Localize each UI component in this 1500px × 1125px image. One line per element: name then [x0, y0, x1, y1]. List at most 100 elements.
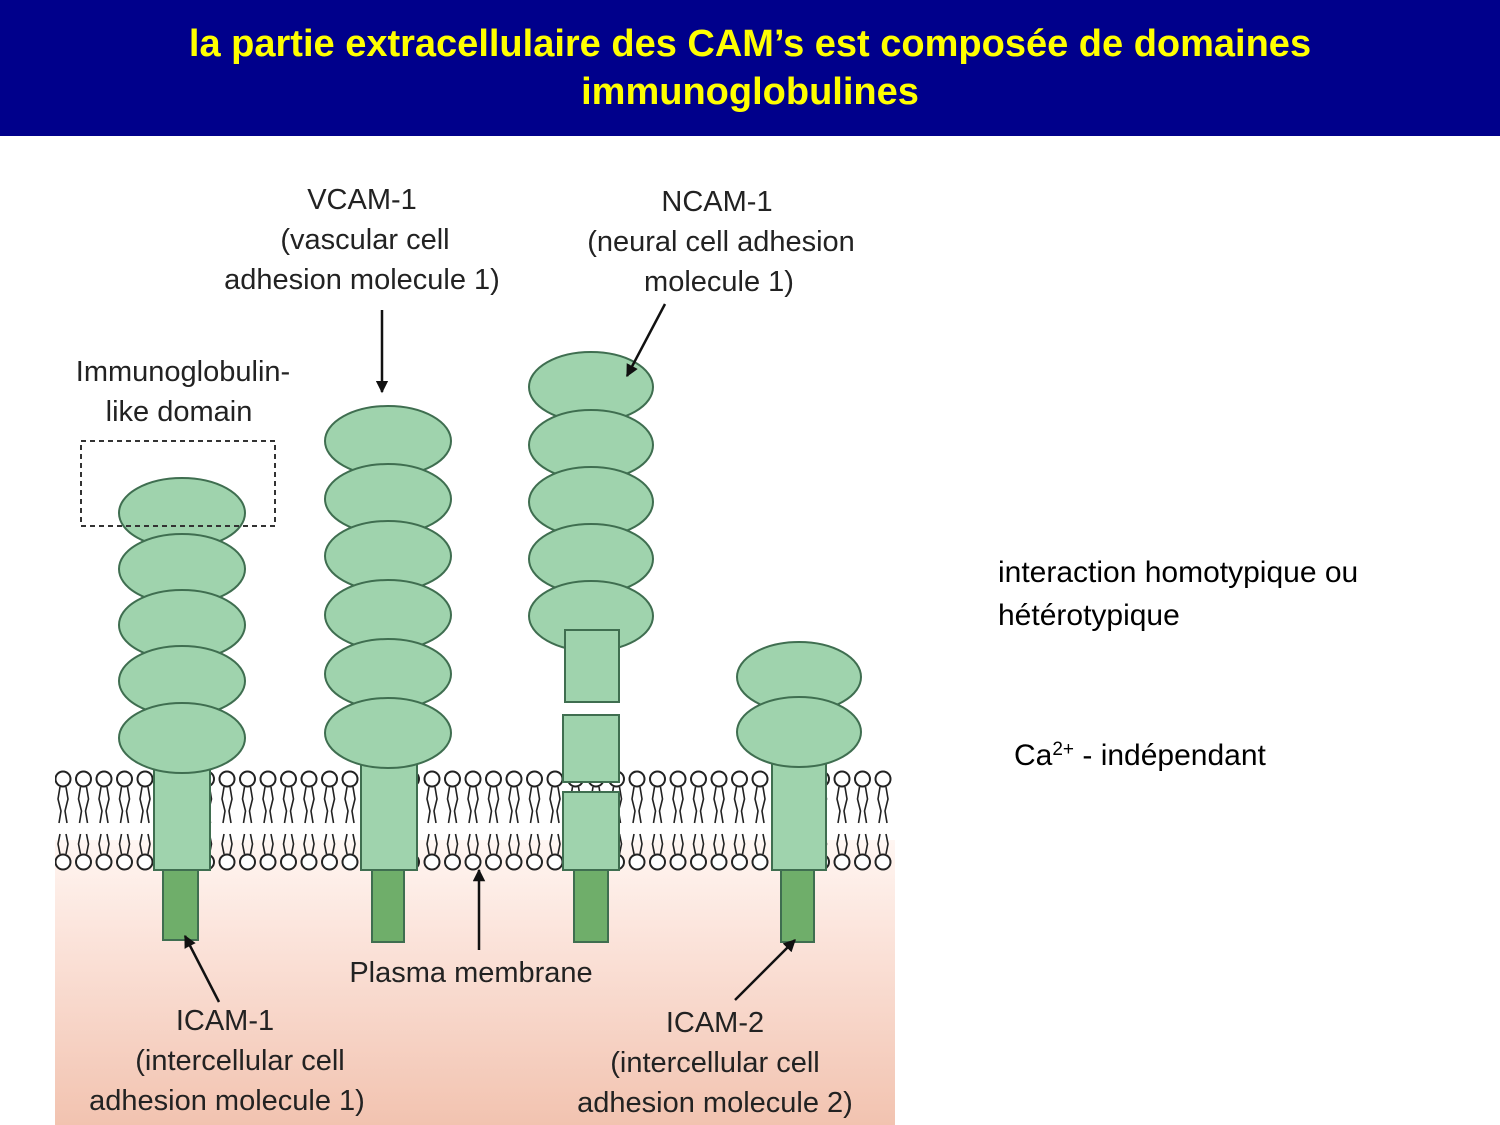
lipid-tail-top	[856, 786, 862, 824]
lipid-tail-top	[57, 786, 62, 824]
ncam1-stalk	[564, 629, 620, 703]
lipid-tail-bottom	[352, 833, 356, 855]
ncam-desc2: molecule 1)	[644, 266, 794, 298]
icam1-anchor	[162, 869, 199, 941]
lipid-tail-bottom	[262, 833, 266, 855]
lipid-tail-bottom	[282, 833, 287, 855]
lipid-tail-bottom	[885, 833, 889, 855]
lipid-tail-top	[863, 786, 869, 824]
vcam1-anchor	[371, 869, 405, 943]
lipid-head-bottom	[423, 853, 441, 871]
icam1-ig-domain	[118, 702, 246, 774]
ig-domain-line2: like domain	[106, 396, 253, 428]
lipid-tail-bottom	[549, 833, 553, 855]
lipid-tail-bottom	[229, 833, 233, 855]
lipid-head-top	[218, 770, 236, 788]
ncam1-fn-domain	[562, 714, 620, 783]
icam1-arrow	[183, 934, 221, 1003]
lipid-tail-top	[528, 786, 534, 824]
lipid-head-top	[505, 770, 523, 788]
lipid-head-bottom	[874, 853, 892, 871]
ncam-label: NCAM-1 (neural cell adhesion molecule 1)	[587, 186, 855, 298]
lipid-tail-top	[761, 786, 766, 824]
lipid-tail-bottom	[733, 833, 738, 855]
lipid-head-bottom	[116, 853, 133, 871]
lipid-head-bottom	[505, 853, 523, 871]
lipid-tail-top	[884, 786, 889, 824]
lipid-tail-top	[699, 786, 705, 824]
lipid-tail-bottom	[741, 833, 746, 855]
lipid-tail-bottom	[836, 833, 840, 855]
icam2-label: ICAM-2 (intercellular cell adhesion mole…	[577, 1007, 853, 1119]
lipid-tail-top	[77, 786, 83, 824]
lipid-head-bottom	[321, 853, 338, 871]
slide-title-line2: immunoglobulines	[581, 71, 919, 113]
lipid-tail-bottom	[864, 833, 869, 855]
lipid-tail-bottom	[139, 833, 143, 855]
lipid-tail-bottom	[98, 833, 102, 855]
icam2-anchor	[780, 869, 815, 943]
lipid-tail-top	[720, 786, 725, 824]
lipid-tail-bottom	[221, 833, 225, 855]
lipid-tail-top	[508, 786, 513, 824]
lipid-tail-top	[303, 786, 308, 824]
ig-domain-box	[80, 440, 276, 527]
lipid-tail-top	[494, 786, 500, 824]
lipid-tail-bottom	[639, 833, 643, 855]
vcam-label: VCAM-1 (vascular cell adhesion molecule …	[224, 184, 500, 296]
lipid-tail-bottom	[528, 833, 533, 855]
lipid-tail-bottom	[270, 833, 274, 855]
lipid-head-bottom	[95, 853, 113, 871]
lipid-tail-top	[344, 786, 349, 824]
lipid-tail-bottom	[85, 833, 90, 855]
lipid-tail-bottom	[495, 833, 500, 855]
lipid-head-bottom	[833, 853, 851, 871]
lipid-head-bottom	[485, 853, 502, 871]
lipid-tail-top	[740, 786, 746, 824]
lipid-tail-top	[651, 786, 657, 824]
lipid-tail-top	[754, 786, 759, 824]
slide-title: la partie extracellulaire des CAM’s est …	[60, 20, 1440, 116]
lipid-head-top	[444, 770, 461, 788]
lipid-tail-top	[692, 786, 698, 824]
lipid-tail-bottom	[672, 833, 676, 855]
lipid-tail-top	[64, 786, 69, 824]
lipid-tail-top	[351, 786, 356, 824]
lipid-tail-bottom	[290, 833, 295, 855]
lipid-tail-top	[330, 786, 336, 824]
ncam-arrow	[625, 303, 667, 378]
lipid-head-bottom	[628, 853, 646, 871]
lipid-tail-top	[658, 786, 664, 824]
lipid-head-top	[485, 770, 502, 788]
lipid-head-bottom	[239, 853, 256, 871]
lipid-tail-bottom	[877, 833, 881, 855]
ncam1-fn-domain	[562, 791, 620, 871]
lipid-tail-top	[433, 786, 438, 824]
lipid-tail-top	[877, 786, 882, 824]
title-bar: la partie extracellulaire des CAM’s est …	[0, 0, 1500, 136]
lipid-tail-bottom	[106, 833, 110, 855]
icam2-desc1: (intercellular cell	[610, 1047, 820, 1079]
lipid-tail-bottom	[118, 833, 123, 855]
lipid-head-top	[690, 770, 707, 788]
lipid-tail-top	[446, 786, 452, 824]
lipid-head-bottom	[218, 853, 236, 871]
lipid-tail-top	[713, 786, 718, 824]
lipid-tail-top	[146, 786, 151, 824]
vcam-desc1: (vascular cell	[280, 224, 449, 256]
lipid-tail-bottom	[311, 833, 315, 855]
lipid-tail-bottom	[844, 833, 848, 855]
lipid-tail-bottom	[331, 833, 336, 855]
lipid-tail-bottom	[659, 833, 664, 855]
lipid-tail-top	[98, 786, 103, 824]
lipid-tail-top	[679, 786, 684, 824]
protein-group	[118, 351, 862, 943]
icam2-name: ICAM-2	[666, 1007, 764, 1039]
membrane-label: Plasma membrane	[349, 957, 592, 989]
lipid-tail-bottom	[241, 833, 246, 855]
lipid-head-top	[464, 770, 482, 788]
lipid-tail-top	[221, 786, 226, 824]
lipid-tail-top	[84, 786, 90, 824]
lipid-head-top	[423, 770, 441, 788]
lipid-tail-top	[228, 786, 233, 824]
